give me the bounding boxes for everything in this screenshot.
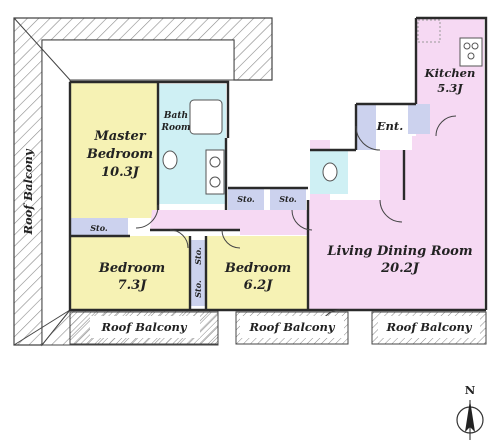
kitchen-label: Kitchen [424,66,476,80]
storage-label-master: Sto. [90,223,108,233]
storage-label-bed-1: Sto. [193,247,203,265]
bedroom-1-size: 7.3J [118,278,148,293]
master-bedroom-label-2: Bedroom [86,147,153,162]
living-dining-label: Living Dining Room [326,244,472,259]
bath-label-2: Room [160,123,190,133]
bath-label-1: Bath [163,111,188,121]
storage-label-bed-2: Sto. [193,280,203,298]
bedroom-1-label: Bedroom [98,261,165,276]
storage-label-corridor-1: Sto. [237,194,255,204]
roof-balcony-1-label: Roof Balcony [100,320,187,334]
stove-icon [459,37,483,67]
storage-corridor-2 [270,188,306,210]
sink-icon-2 [209,176,221,188]
bedroom-1 [70,236,190,310]
walls [68,16,488,312]
kitchen-size: 5.3J [437,81,464,95]
living-dining-room [308,136,460,310]
roof-balcony-3-label: Roof Balcony [385,320,472,334]
shoe-storage [408,104,430,134]
storage-bed-1 [190,240,206,272]
doors [135,115,457,331]
living-dining-size: 20.2J [380,261,420,276]
fridge-space [417,19,441,43]
storage-master [70,218,128,236]
bedroom-2 [206,236,308,310]
bathtub-icon [189,99,223,135]
master-bedroom-label-1: Master [93,129,146,144]
north-arrow-icon: N [456,383,484,440]
sink-icon [209,156,221,168]
roof-balcony-2-label: Roof Balcony [248,320,335,334]
storage-bed-2 [190,272,206,306]
entrance-label: Ent. [376,119,403,133]
storage-label-corridor-2: Sto. [279,194,297,204]
bedroom-2-size: 6.2J [244,278,274,293]
bedroom-2-label: Bedroom [224,261,291,276]
master-bedroom [70,82,158,218]
north-letter: N [465,383,476,397]
storage-corridor-1 [228,188,264,210]
roof-balcony-left-label: Roof Balcony [21,148,35,235]
toilet-icon-2 [322,162,338,182]
master-bedroom-size: 10.3J [101,165,140,180]
toilet-icon [162,150,178,170]
corridor [150,140,330,235]
